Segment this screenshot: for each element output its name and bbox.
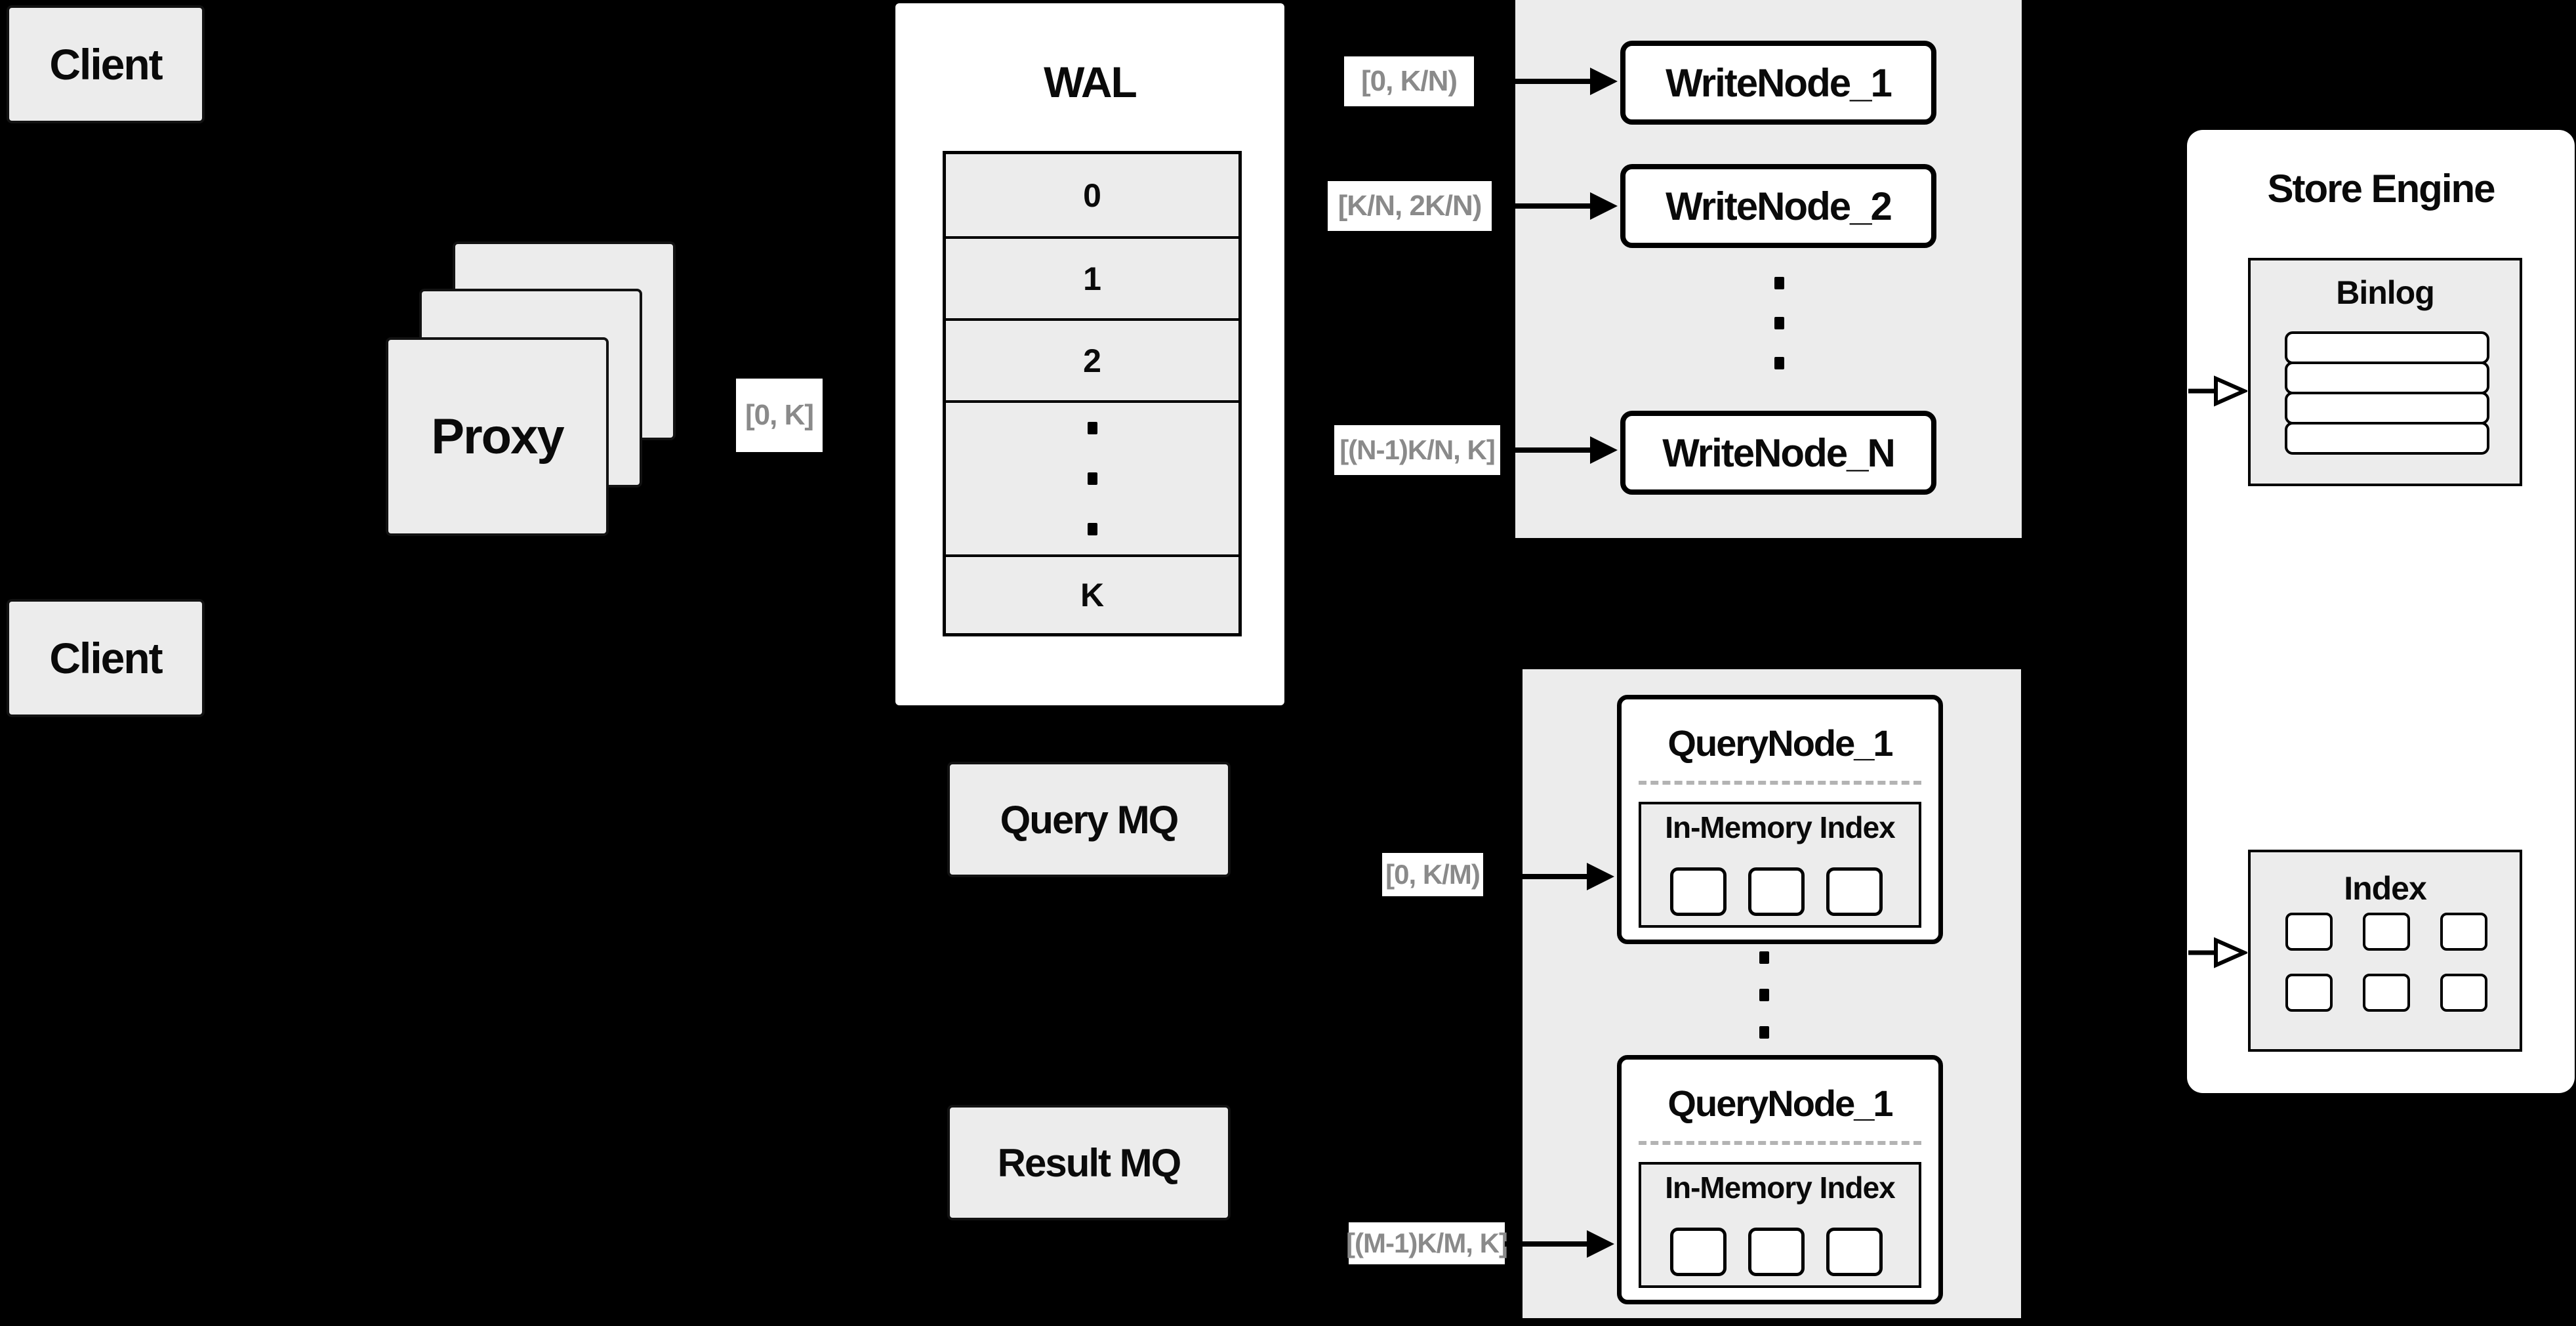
client-top-box: Client <box>7 5 205 123</box>
store-engine-title: Store Engine <box>2267 167 2495 211</box>
dot-icon <box>1774 277 1784 289</box>
wal-title: WAL <box>1044 58 1137 106</box>
binlog-row <box>2285 362 2489 394</box>
query-mq-box: Query MQ <box>947 762 1231 877</box>
range-label-proxy-wal: [0, K] <box>736 379 823 452</box>
wal-segment-1: 1 <box>946 236 1238 318</box>
in-memory-index-title: In-Memory Index <box>1665 810 1896 844</box>
arrow-to-binlog-icon <box>2188 375 2247 407</box>
memory-segment-cell <box>1670 867 1727 916</box>
in-memory-index-cells <box>1670 1228 1883 1276</box>
writenode-n-box: WriteNode_N <box>1620 411 1936 495</box>
writenode-1-box: WriteNode_1 <box>1620 41 1936 125</box>
dashed-divider <box>1639 781 1921 785</box>
dot-icon <box>1759 1026 1769 1039</box>
range-label-querynode-1: [0, K/M) <box>1382 853 1483 896</box>
range-label-writenode-1: [0, K/N) <box>1344 56 1474 106</box>
in-memory-index-title: In-Memory Index <box>1665 1171 1896 1205</box>
index-cell <box>2363 913 2410 951</box>
binlog-row <box>2285 331 2489 364</box>
arrow-to-writenode-n-icon <box>1500 436 1618 464</box>
proxy-box: Proxy <box>386 337 609 536</box>
index-cell <box>2285 974 2333 1012</box>
dot-icon <box>1759 989 1769 1001</box>
wal-segment-0: 0 <box>946 154 1238 236</box>
dot-icon <box>1759 951 1769 964</box>
dot-icon <box>1087 472 1097 485</box>
in-memory-index-cells <box>1670 867 1883 916</box>
index-cell <box>2285 913 2333 951</box>
index-title: Index <box>2344 870 2427 907</box>
arrow-to-querynode-bottom-icon <box>1505 1230 1614 1258</box>
wal-segment-ellipsis <box>946 400 1238 554</box>
wal-segment-table: 0 1 2 K <box>943 151 1242 636</box>
in-memory-index-box: In-Memory Index <box>1639 1162 1921 1288</box>
querynode-top-box: QueryNode_1 In-Memory Index <box>1617 695 1943 944</box>
in-memory-index-box: In-Memory Index <box>1639 802 1921 928</box>
writenode-2-box: WriteNode_2 <box>1620 164 1936 248</box>
memory-segment-cell <box>1748 1228 1805 1276</box>
querynode-top-title: QueryNode_1 <box>1667 722 1893 764</box>
binlog-box: Binlog <box>2248 258 2522 486</box>
index-box: Index <box>2248 850 2522 1052</box>
binlog-row <box>2285 392 2489 425</box>
index-cells <box>2285 913 2487 1012</box>
binlog-rows <box>2285 331 2489 455</box>
wal-segment-k: K <box>946 554 1238 633</box>
memory-segment-cell <box>1826 1228 1883 1276</box>
dot-icon <box>1774 317 1784 329</box>
querynode-bottom-title: QueryNode_1 <box>1667 1083 1893 1124</box>
dot-icon <box>1774 357 1784 369</box>
memory-segment-cell <box>1670 1228 1727 1276</box>
query-nodes-ellipsis <box>1759 951 1769 1039</box>
arrow-to-writenode-1-icon <box>1474 68 1618 95</box>
memory-segment-cell <box>1826 867 1883 916</box>
result-mq-box: Result MQ <box>947 1105 1231 1220</box>
arrow-to-index-icon <box>2188 937 2247 968</box>
querynode-bottom-box: QueryNode_1 In-Memory Index <box>1617 1055 1943 1304</box>
write-nodes-ellipsis <box>1774 277 1784 369</box>
client-bottom-box: Client <box>7 599 205 717</box>
wal-segment-2: 2 <box>946 318 1238 400</box>
range-label-writenode-n: [(N-1)K/N, K] <box>1334 425 1500 475</box>
range-label-writenode-2: [K/N, 2K/N) <box>1328 181 1492 231</box>
memory-segment-cell <box>1748 867 1805 916</box>
index-cell <box>2440 913 2487 951</box>
dashed-divider <box>1639 1141 1921 1145</box>
arrow-to-writenode-2-icon <box>1492 192 1618 220</box>
binlog-row <box>2285 422 2489 455</box>
index-cell <box>2440 974 2487 1012</box>
index-cell <box>2363 974 2410 1012</box>
binlog-title: Binlog <box>2336 274 2435 311</box>
arrow-to-querynode-top-icon <box>1483 863 1614 890</box>
dot-icon <box>1087 523 1097 535</box>
range-label-querynode-2: [(M-1)K/M, K] <box>1346 1222 1508 1264</box>
dot-icon <box>1087 422 1097 434</box>
ellipsis-dots <box>1087 422 1097 535</box>
